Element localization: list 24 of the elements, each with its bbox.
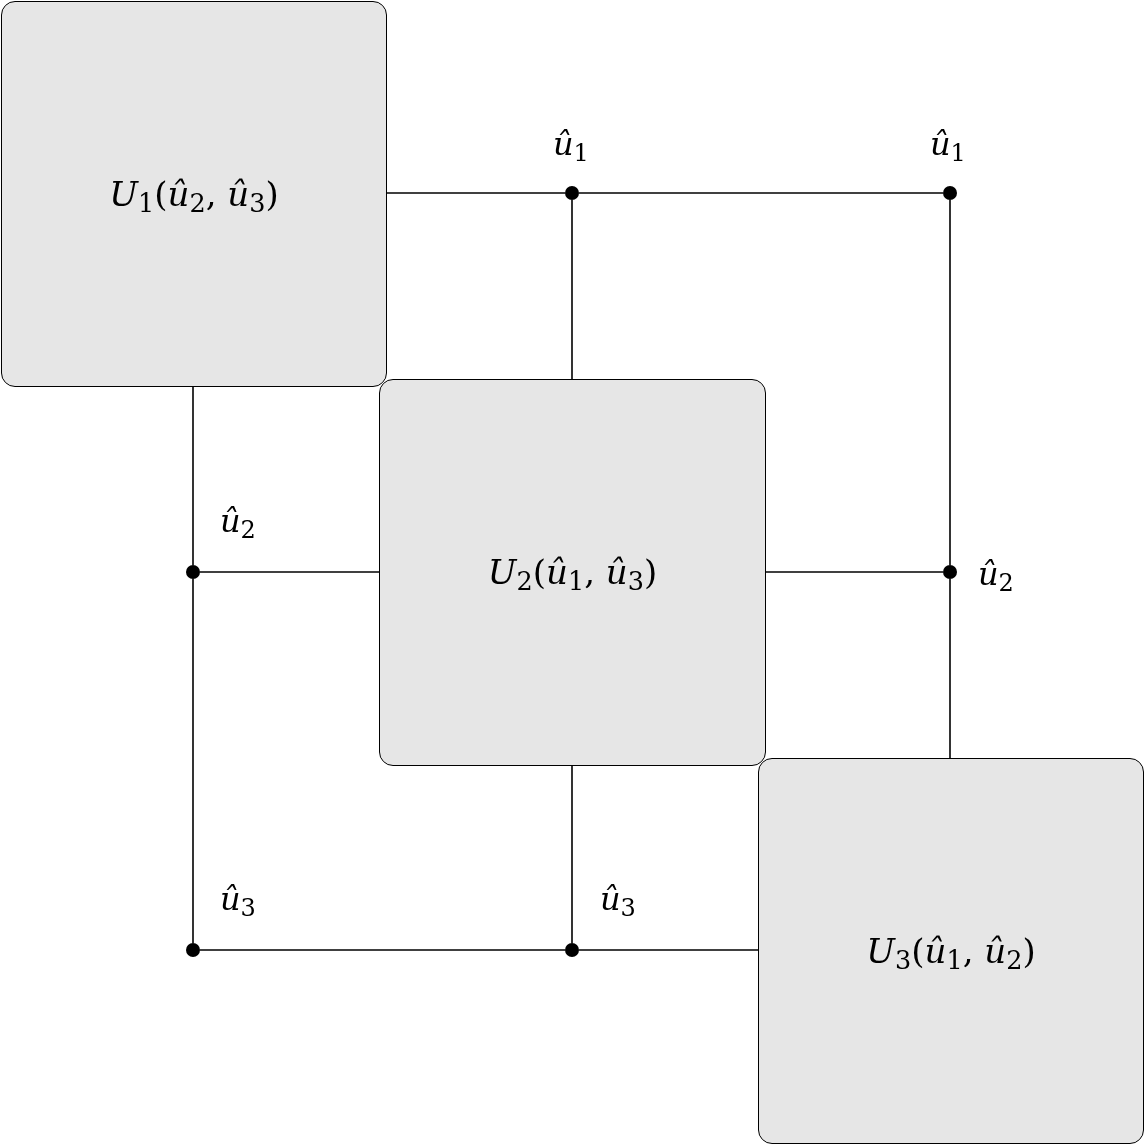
connector-line	[192, 578, 194, 944]
function-label: U$_{1}$(û$_{2}$, û$_{3}$)	[109, 172, 279, 220]
function-box	[379, 379, 766, 766]
function-label: U$_{2}$(û$_{1}$, û$_{3}$)	[487, 551, 658, 598]
variable-label: û$_{3}$	[220, 883, 256, 915]
connector-line	[386, 192, 566, 194]
variable-label: û$_{3}$	[600, 883, 636, 915]
connector-line	[949, 578, 951, 759]
connector-line	[949, 199, 951, 566]
function-box	[758, 758, 1144, 1144]
connector-line	[192, 386, 194, 566]
variable-label: û$_{2}$	[978, 558, 1014, 590]
function-label: U$_{3}$(û$_{1}$, û$_{2}$)	[866, 929, 1036, 977]
variable-label: û$_{1}$	[930, 128, 966, 160]
function-box	[1, 1, 387, 387]
connector-line	[571, 765, 573, 944]
connector-line	[578, 949, 759, 951]
variable-label: û$_{1}$	[553, 128, 589, 160]
connector-line	[571, 199, 573, 380]
connector-line	[199, 949, 566, 951]
variable-label: û$_{2}$	[220, 505, 256, 537]
connector-line	[578, 192, 944, 194]
connector-line	[765, 571, 944, 573]
connector-line	[199, 571, 380, 573]
